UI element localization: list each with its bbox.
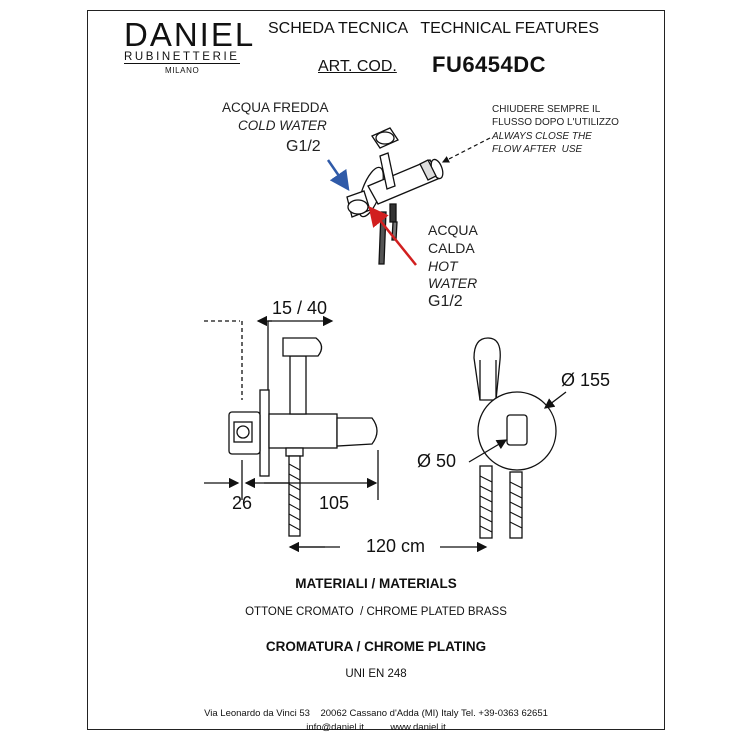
dim-left: 26 xyxy=(232,493,253,513)
hot-water-label-it-1: ACQUA xyxy=(428,222,478,238)
warning-line-1: CHIUDERE SEMPRE IL xyxy=(492,104,601,115)
warning-line-3: ALWAYS CLOSE THE xyxy=(492,131,592,142)
front-view xyxy=(468,337,567,539)
plating-heading: CROMATURA / CHROME PLATING xyxy=(265,639,487,654)
dim-top: 15 / 40 xyxy=(272,298,328,318)
cold-water-label-en: COLD WATER xyxy=(238,118,327,133)
side-view xyxy=(204,315,488,553)
warning-line-4: FLOW AFTER USE xyxy=(492,144,583,155)
dim-diameter-large: Ø 155 xyxy=(561,370,611,390)
holder-stem xyxy=(379,152,396,190)
materials-heading: MATERIALI / MATERIALS xyxy=(295,576,457,591)
rosette-side xyxy=(259,389,270,477)
warning-line-2: FLUSSO DOPO L'UTILIZZO xyxy=(492,117,619,128)
body-side xyxy=(268,413,338,449)
stem-side xyxy=(289,355,307,415)
hot-water-label-it-2: CALDA xyxy=(428,240,475,256)
hot-water-label-en-1: HOT xyxy=(428,258,458,274)
dim-bottom: 120 cm xyxy=(366,536,426,556)
brand-logo: DANIEL xyxy=(124,16,256,53)
hose-side xyxy=(288,455,301,537)
knob-front xyxy=(506,414,528,446)
hot-water-size: G1/2 xyxy=(428,293,463,310)
materials-text: OTTONE CROMATO / CHROME PLATED BRASS xyxy=(245,606,507,618)
plating-text: UNI EN 248 xyxy=(345,668,407,680)
dim-diameter-small: Ø 50 xyxy=(417,451,457,471)
page-border xyxy=(87,10,665,730)
cold-water-arrow xyxy=(326,159,350,192)
cold-water-label-it: ACQUA FREDDA xyxy=(222,100,329,115)
dim-mid: 105 xyxy=(319,493,350,513)
cold-water-size: G1/2 xyxy=(286,138,321,155)
spout-side xyxy=(336,417,378,447)
footer-contacts: info@daniel.it www.daniel.it xyxy=(306,722,446,733)
hot-water-arrow xyxy=(368,206,417,266)
brand-city: MILANO xyxy=(165,66,200,75)
brand-subtitle: RUBINETTERIE xyxy=(124,51,240,64)
art-cod-label: ART. COD. xyxy=(318,58,397,75)
product-code: FU6454DC xyxy=(432,52,547,77)
warning-arrow xyxy=(441,137,491,163)
footer-address: Via Leonardo da Vinci 53 20062 Cassano d… xyxy=(204,708,548,719)
hot-water-label-en-2: WATER xyxy=(428,275,478,291)
isometric-view xyxy=(346,127,444,265)
holder-side xyxy=(282,337,323,357)
sheet-title: SCHEDA TECNICA TECHNICAL FEATURES xyxy=(268,20,600,37)
